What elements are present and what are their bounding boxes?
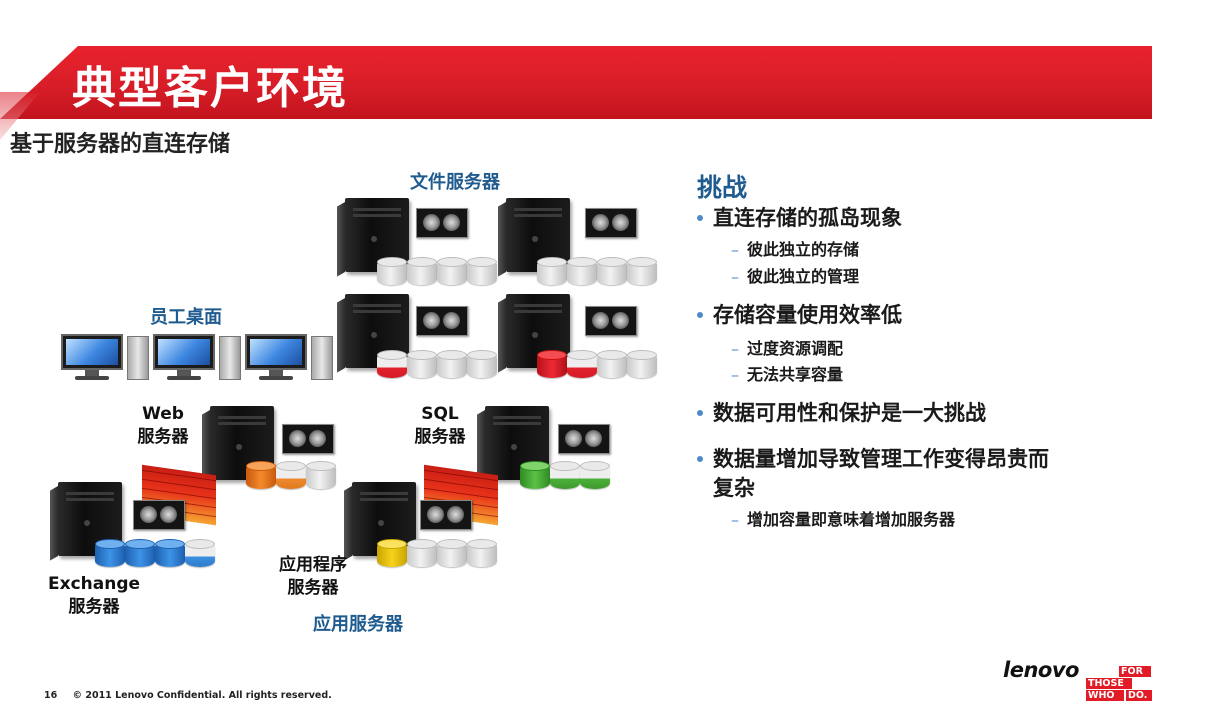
- disk-icon: [627, 352, 657, 378]
- disk-full-icon: [125, 541, 155, 567]
- challenge-subitem: –彼此独立的管理: [731, 263, 859, 287]
- bullet-icon: [697, 312, 703, 318]
- tape-drive-icon: [558, 424, 610, 454]
- disk-icon: [437, 259, 467, 285]
- disk-icon: [467, 352, 497, 378]
- disk-icon: [537, 259, 567, 285]
- desktop-pc-icon: [61, 334, 153, 382]
- disk-icon: [567, 259, 597, 285]
- application-server-group-label: 应用服务器: [313, 610, 403, 636]
- disk-icon: [437, 352, 467, 378]
- logo-who-box: WHO: [1086, 690, 1124, 701]
- disk-partly-used-icon: [185, 541, 215, 567]
- disk-full-icon: [537, 352, 567, 378]
- disk-icon: [407, 259, 437, 285]
- lenovo-logo-wordmark: lenovo: [1003, 658, 1079, 682]
- disk-full-icon: [95, 541, 125, 567]
- challenge-subitem: –无法共享容量: [731, 361, 843, 385]
- disk-full-icon: [246, 463, 276, 489]
- tape-drive-icon: [585, 306, 637, 336]
- logo-those-box: THOSE: [1086, 678, 1132, 689]
- disk-partly-used-icon: [550, 463, 580, 489]
- disk-icon: [377, 259, 407, 285]
- disk-partly-used-icon: [276, 463, 306, 489]
- copyright-text: © 2011 Lenovo Confidential. All rights r…: [73, 690, 332, 701]
- challenge-subitem: –增加容量即意味着增加服务器: [731, 506, 955, 530]
- disk-partly-used-icon: [580, 463, 610, 489]
- challenge-item: 数据量增加导致管理工作变得昂贵而 复杂: [697, 444, 1049, 502]
- disk-icon: [306, 463, 336, 489]
- logo-do-box: DO.: [1126, 690, 1152, 701]
- footer: 16 © 2011 Lenovo Confidential. All right…: [44, 690, 344, 701]
- disk-full-icon: [377, 541, 407, 567]
- page-subtitle: 基于服务器的直连存储: [10, 126, 230, 158]
- disk-icon: [467, 259, 497, 285]
- tape-drive-icon: [585, 208, 637, 238]
- challenge-item: 数据可用性和保护是一大挑战: [697, 398, 986, 427]
- disk-icon: [597, 352, 627, 378]
- tape-drive-icon: [416, 208, 468, 238]
- desktop-pc-icon: [153, 334, 245, 382]
- disk-partly-used-icon: [377, 352, 407, 378]
- bullet-icon: [697, 456, 703, 462]
- page-title: 典型客户环境: [72, 52, 348, 116]
- tape-drive-icon: [416, 306, 468, 336]
- desktop-label: 员工桌面: [150, 303, 222, 329]
- disk-icon: [407, 541, 437, 567]
- disk-icon: [407, 352, 437, 378]
- logo-for-box: FOR: [1119, 666, 1151, 677]
- challenge-item: 直连存储的孤岛现象: [697, 203, 902, 232]
- file-server-label: 文件服务器: [410, 168, 500, 194]
- challenge-item: 存储容量使用效率低: [697, 300, 902, 329]
- disk-icon: [597, 259, 627, 285]
- disk-partly-used-icon: [567, 352, 597, 378]
- challenge-subitem: –彼此独立的存储: [731, 236, 859, 260]
- disk-full-icon: [520, 463, 550, 489]
- disk-full-icon: [155, 541, 185, 567]
- challenges-heading: 挑战: [697, 168, 747, 204]
- tape-drive-icon: [133, 500, 185, 530]
- desktop-pc-icon: [245, 334, 337, 382]
- disk-icon: [437, 541, 467, 567]
- bullet-icon: [697, 410, 703, 416]
- disk-icon: [467, 541, 497, 567]
- application-program-server-label: 应用程序服务器: [270, 554, 356, 600]
- tape-drive-icon: [282, 424, 334, 454]
- page-number: 16: [44, 690, 57, 701]
- tape-drive-icon: [420, 500, 472, 530]
- challenge-subitem: –过度资源调配: [731, 335, 843, 359]
- disk-icon: [627, 259, 657, 285]
- bullet-icon: [697, 215, 703, 221]
